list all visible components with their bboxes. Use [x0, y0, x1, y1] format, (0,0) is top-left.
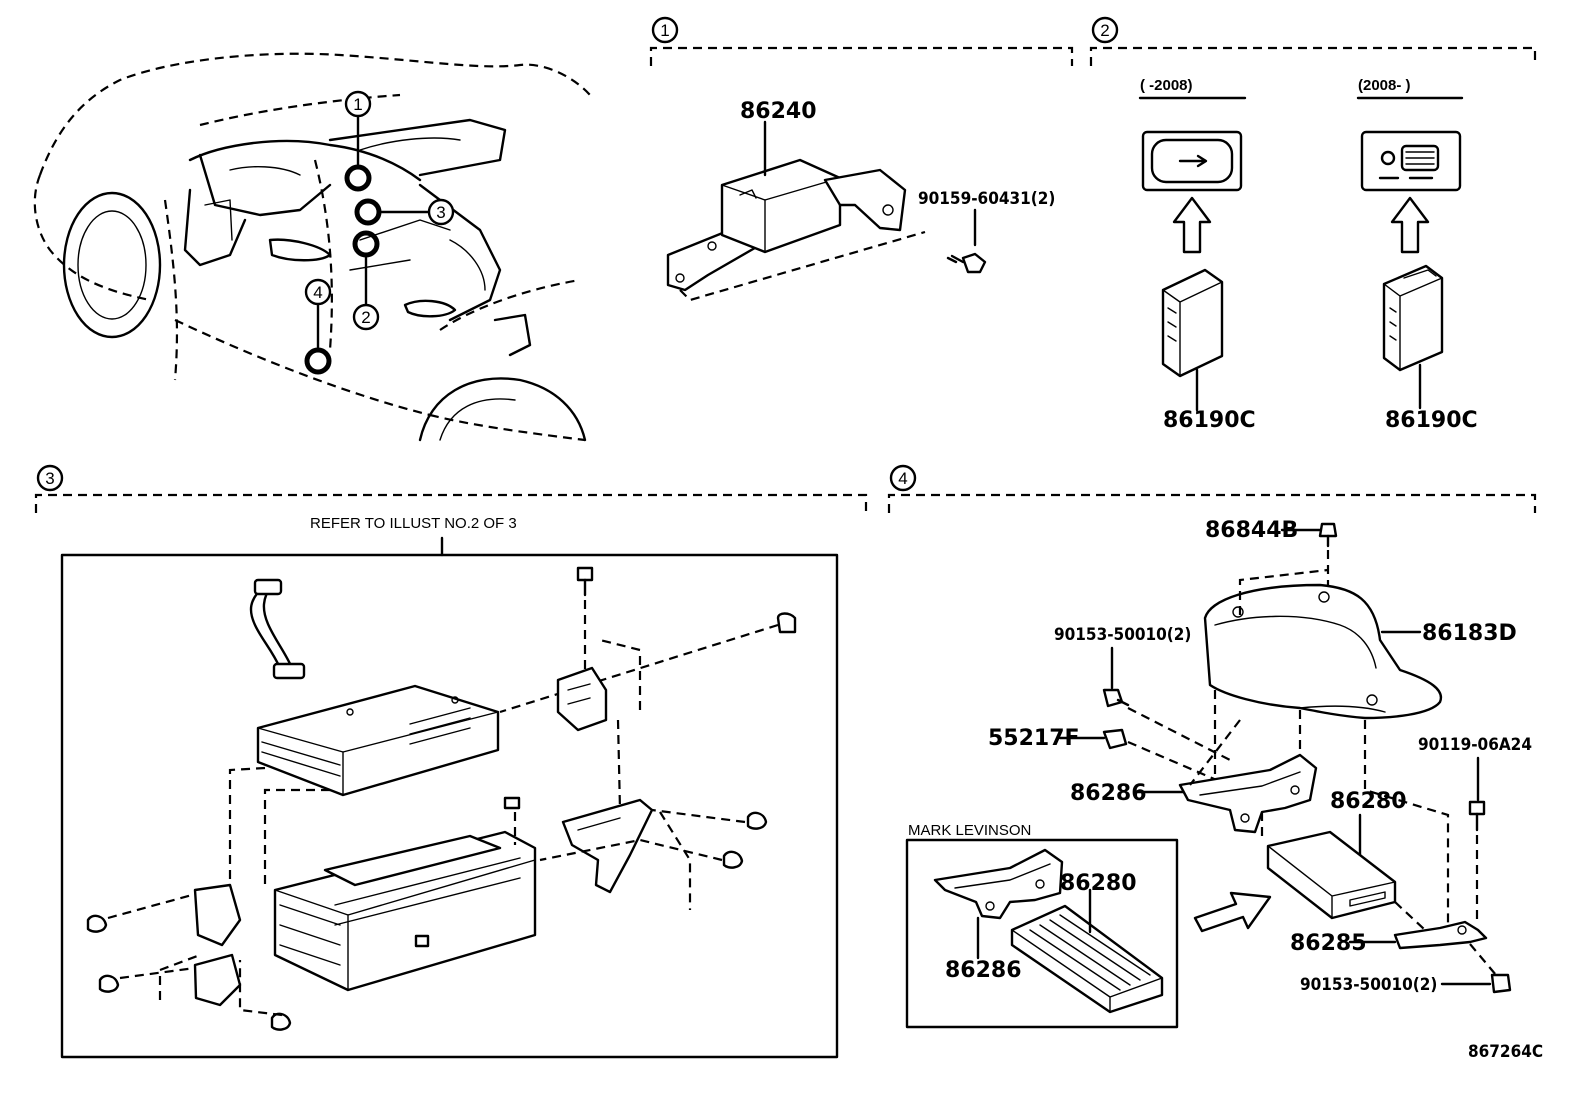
part-90153-50010-lower: 90153-50010(2) — [1300, 975, 1437, 995]
overview-marker-3 — [427, 198, 455, 226]
overview-marker-2-label: 2 — [361, 308, 370, 327]
range-up-to-2008: ( -2008) — [1140, 77, 1193, 94]
mark-levinson-part-86280: 86280 — [1060, 871, 1137, 896]
part-86280: 86280 — [1330, 789, 1407, 814]
part-86183D: 86183D — [1422, 621, 1517, 646]
part-90119-06A24: 90119-06A24 — [1418, 735, 1532, 755]
part-86285: 86285 — [1290, 931, 1367, 956]
part-90153-50010-upper: 90153-50010(2) — [1054, 625, 1191, 645]
section-2-bracket — [1089, 46, 1537, 66]
vehicle-overview: 1 3 2 4 — [33, 52, 591, 442]
arrow-up-icon — [1172, 196, 1212, 254]
part-90159-60431: 90159-60431(2) — [918, 189, 1055, 209]
section-3-frame — [60, 553, 839, 1059]
part-86190C-b: 86190C — [1385, 408, 1478, 433]
section-4-bracket — [887, 493, 1537, 513]
refer-note: REFER TO ILLUST NO.2 OF 3 — [310, 515, 517, 532]
section-1-marker — [651, 16, 679, 44]
mark-levinson-frame — [905, 838, 1179, 1029]
overview-marker-1 — [344, 90, 372, 118]
mark-levinson-part-86286: 86286 — [945, 958, 1022, 983]
section-2-marker-label: 2 — [1100, 21, 1109, 40]
arrow-right-icon — [1193, 891, 1272, 933]
section-3-marker-label: 3 — [45, 469, 54, 488]
part-86240: 86240 — [740, 99, 817, 124]
section-2: 2 ( -2008) (2008- ) 86190C 86190C — [1089, 16, 1537, 433]
illustration-number: 867264C — [1468, 1042, 1543, 1062]
overview-marker-4-label: 4 — [313, 283, 322, 302]
section-1-bracket — [649, 46, 1074, 66]
overview-marker-3-label: 3 — [436, 203, 445, 222]
part-86286: 86286 — [1070, 781, 1147, 806]
overview-marker-1-label: 1 — [353, 95, 362, 114]
section-3-marker — [36, 464, 64, 492]
section-1: 1 86240 90159-60431(2) — [649, 16, 1074, 302]
part-86190C-a: 86190C — [1163, 408, 1256, 433]
section-2-marker — [1091, 16, 1119, 44]
overview-marker-4 — [304, 278, 332, 306]
section-4: 4 86844B 86183D 90153-50010(2) 55217F 86… — [887, 464, 1537, 1029]
overview-marker-2 — [352, 303, 380, 331]
section-4-marker — [889, 464, 917, 492]
range-from-2008: (2008- ) — [1358, 77, 1411, 94]
mark-levinson-label: MARK LEVINSON — [908, 822, 1031, 839]
section-4-marker-label: 4 — [898, 469, 907, 488]
section-3-bracket — [34, 493, 868, 513]
arrow-up-icon — [1390, 196, 1430, 254]
section-3: 3 REFER TO ILLUST NO.2 OF 3 — [34, 464, 868, 1059]
section-1-marker-label: 1 — [660, 21, 669, 40]
